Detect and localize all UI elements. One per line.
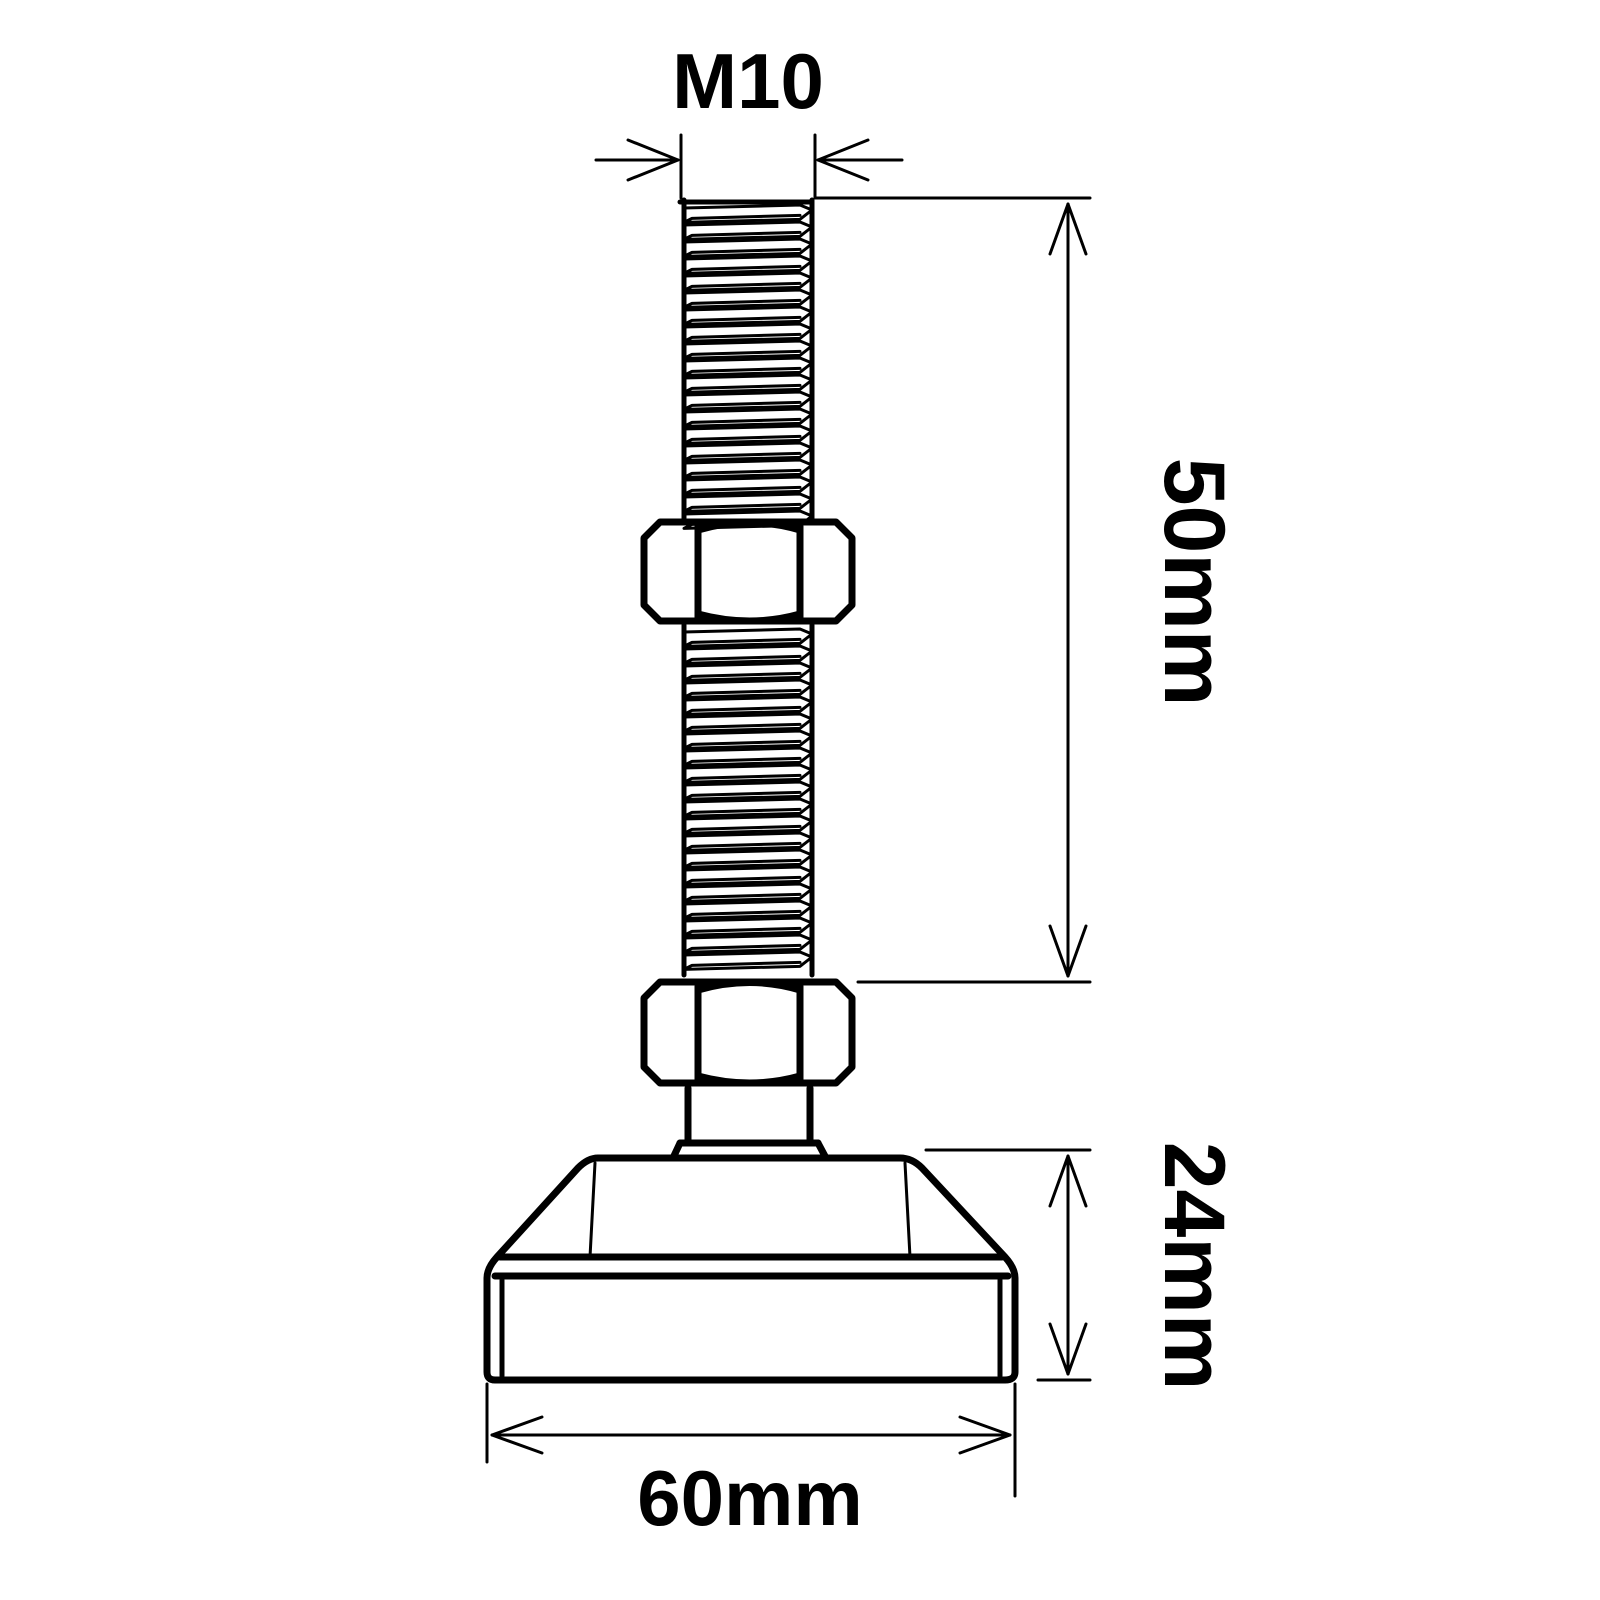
thread-ridge xyxy=(682,916,814,937)
thread-ridge xyxy=(682,695,814,716)
thread-ridge xyxy=(682,441,814,462)
thread-ridge xyxy=(682,627,814,648)
base-height-label: 24mm xyxy=(1146,1142,1242,1391)
stud-length-label: 50mm xyxy=(1146,458,1242,707)
dimension-base-width: 60mm xyxy=(485,1382,1017,1542)
thread-ridge xyxy=(682,475,814,496)
thread-ridge xyxy=(682,356,814,377)
thread-ridge xyxy=(682,322,814,343)
thread-ridge xyxy=(682,797,814,818)
thread-ridge xyxy=(682,305,814,326)
stud-threads-upper xyxy=(682,203,814,530)
dimension-base-height: 24mm xyxy=(924,1142,1242,1391)
thread-ridge xyxy=(682,407,814,428)
stud-neck xyxy=(669,1084,830,1162)
thread-ridge xyxy=(682,390,814,411)
thread-ridge xyxy=(682,237,814,258)
thread-ridge xyxy=(682,865,814,886)
thread-ridge xyxy=(682,254,814,275)
thread-ridge xyxy=(682,933,814,954)
base-pad xyxy=(483,1154,1019,1384)
thread-ridge xyxy=(682,746,814,767)
base-width-label: 60mm xyxy=(637,1454,862,1542)
thread-ridge xyxy=(682,458,814,479)
thread-ridge xyxy=(682,831,814,852)
thread-ridge xyxy=(682,780,814,801)
thread-ridge xyxy=(682,763,814,784)
dimension-thread-diameter: M10 xyxy=(594,37,904,200)
thread-ridge xyxy=(682,492,814,513)
thread-ridge xyxy=(682,373,814,394)
thread-ridge xyxy=(682,678,814,699)
hex-nut-upper xyxy=(640,518,856,625)
threaded-stud xyxy=(677,197,815,978)
thread-ridge xyxy=(682,848,814,869)
dimension-stud-length: 50mm xyxy=(813,196,1242,984)
thread-ridge xyxy=(682,424,814,445)
thread-ridge xyxy=(682,729,814,750)
thread-ridge xyxy=(682,899,814,920)
thread-ridge xyxy=(682,288,814,309)
thread-ridge xyxy=(682,220,814,241)
thread-ridge xyxy=(682,950,814,971)
thread-ridge xyxy=(682,712,814,733)
thread-ridge xyxy=(682,644,814,665)
hex-nut-lower xyxy=(640,978,856,1087)
thread-ridge xyxy=(682,271,814,292)
thread-ridge xyxy=(682,203,814,224)
thread-ridge xyxy=(682,882,814,903)
thread-ridge xyxy=(682,661,814,682)
stud-threads-lower xyxy=(682,627,814,971)
thread-ridge xyxy=(682,339,814,360)
thread-ridge xyxy=(682,814,814,835)
thread-size-label: M10 xyxy=(672,37,824,125)
